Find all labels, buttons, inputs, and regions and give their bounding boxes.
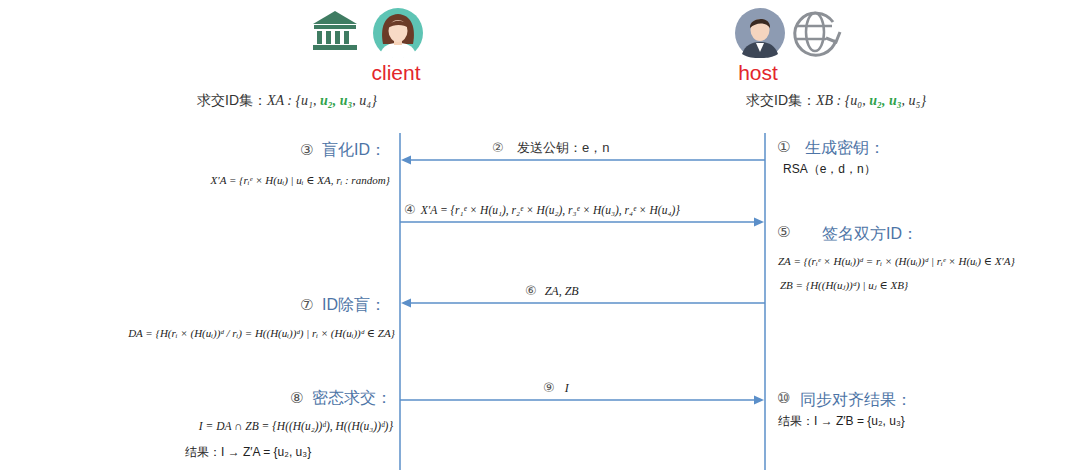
globe-parallel — [796, 38, 826, 41]
formula: X′A = {rᵢᵉ × H(uᵢ) | uᵢ ∈ XA, rᵢ : rando… — [211, 174, 390, 188]
host-avatar — [735, 8, 785, 58]
id-set: XA : {u₁, — [267, 92, 320, 110]
globe-meridian — [806, 13, 824, 51]
avatar-collar — [756, 43, 764, 52]
step-number: ⑦ — [300, 296, 313, 315]
step-title: ID除盲： — [322, 295, 386, 315]
message-label: 发送公钥：e，n — [515, 140, 611, 156]
globe-icon — [795, 13, 840, 55]
bank-column — [344, 31, 349, 44]
id-set-common: u₂, u₃ — [320, 92, 352, 110]
message-label: I — [563, 381, 571, 396]
id-set: , u₅} — [902, 92, 926, 110]
step-number: ① — [777, 138, 790, 157]
arrow-head — [754, 396, 764, 405]
client-avatar — [373, 8, 423, 58]
message-arrow — [400, 399, 756, 401]
formula: ZB = {H((H(uⱼ))ᵈ) | uⱼ ∈ XB} — [780, 279, 908, 293]
bank-column — [317, 31, 322, 44]
message-arrow — [400, 221, 756, 223]
bank-column — [326, 31, 331, 44]
step-number: ④ — [404, 202, 416, 218]
id-set-common: u₂, u₃ — [869, 92, 901, 110]
step-number: ⑨ — [543, 380, 555, 396]
message-arrow — [409, 159, 765, 161]
formula: DA = {H(rᵢ × (H(uᵢ))ᵈ / rᵢ) = H((H(uᵢ))ᵈ… — [128, 327, 395, 341]
globe-parallel — [796, 25, 832, 28]
id-set-caption: 求交ID集： — [746, 92, 816, 110]
key-formula: RSA（e，d，n） — [783, 162, 876, 177]
client-lifeline — [399, 133, 401, 470]
step-title: 生成密钥： — [805, 138, 885, 158]
arrow-head — [401, 299, 411, 308]
avatar-shirt — [380, 43, 416, 58]
bank-roof — [313, 11, 357, 24]
step-number: ⑤ — [777, 223, 790, 242]
role-name: client — [371, 60, 420, 86]
id-set: , u₄} — [352, 92, 376, 110]
role-name: host — [738, 60, 778, 86]
formula: ZA = {(rᵢᵉ × H(uᵢ))ᵈ = rᵢ × (H(uᵢ))ᵈ | r… — [778, 255, 1015, 269]
step-number: ③ — [300, 141, 313, 160]
step-title: 签名双方ID： — [822, 224, 918, 244]
globe-arrow — [826, 32, 840, 42]
message-label: ZA, ZB — [543, 284, 581, 299]
bank-icon — [313, 11, 357, 50]
arrow-head — [754, 218, 764, 227]
bank-base — [313, 45, 357, 50]
avatar-face — [751, 19, 770, 41]
bank-column — [335, 31, 340, 44]
avatar-ground — [373, 8, 423, 58]
message-arrow — [409, 302, 765, 304]
step-title: 盲化ID： — [322, 140, 386, 160]
host-lifeline — [764, 133, 766, 470]
avatar-hair — [750, 19, 770, 28]
step-number: ⑥ — [525, 283, 537, 299]
avatar-fringe — [388, 21, 409, 28]
step-number: ⑩ — [777, 389, 790, 408]
avatar-suit — [742, 42, 778, 58]
id-set-caption: 求交ID集： — [197, 92, 267, 110]
message-label: X′A = {r₁ᵉ × H(u₁), r₂ᵉ × H(u₂), r₃ᵉ × H… — [419, 203, 682, 217]
avatar-hair — [382, 14, 414, 44]
id-set: XB : {u₀, — [816, 92, 869, 110]
arrow-head — [401, 156, 411, 165]
step-number: ② — [492, 140, 504, 156]
result-text: 结果：I → Z′A = {u₂, u₃} — [185, 445, 311, 460]
step-number: ⑧ — [290, 389, 303, 408]
bank-beam — [314, 25, 356, 29]
formula: I = DA ∩ ZB = {H((H(u₂))ᵈ), H((H(u₃))ᵈ)} — [199, 419, 393, 433]
avatar-ground — [735, 8, 785, 58]
step-title: 同步对齐结果： — [800, 390, 912, 410]
globe-outline — [795, 13, 836, 55]
step-title: 密态求交： — [312, 388, 392, 408]
result-text: 结果：I → Z′B = {u₂, u₃} — [778, 414, 905, 429]
